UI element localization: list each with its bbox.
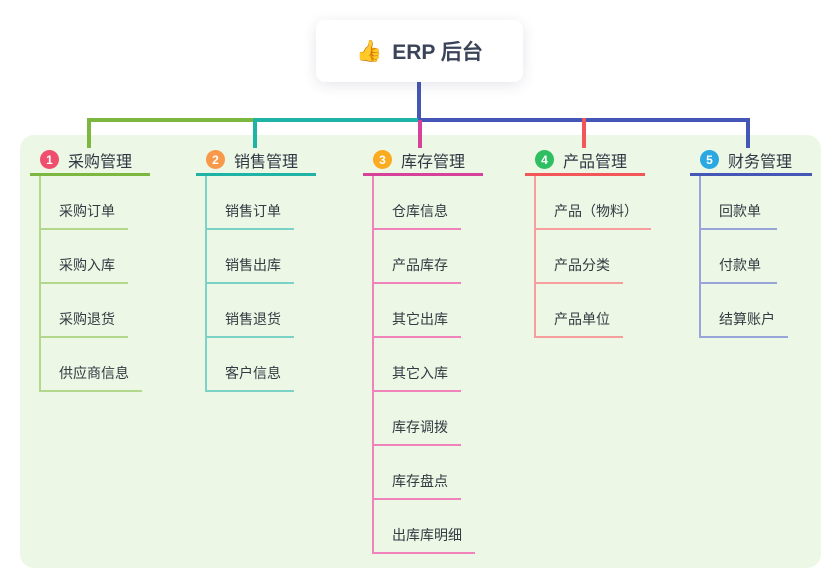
node-warehouse-info[interactable]: 仓库信息	[374, 176, 461, 230]
node-product-material[interactable]: 产品（物料）	[536, 176, 651, 230]
branch-header-sales[interactable]: 2 销售管理	[196, 146, 316, 176]
branch-number-badge: 4	[535, 150, 554, 169]
branch-label: 产品管理	[563, 153, 628, 171]
branch-header-inventory[interactable]: 3 库存管理	[363, 146, 483, 176]
root-node[interactable]: 👍 ERP 后台	[316, 20, 523, 82]
branch-number-badge: 5	[700, 150, 719, 169]
branch-children: 回款单 付款单 结算账户	[699, 176, 788, 338]
drop-line-purchase	[87, 118, 91, 148]
branch-header-product[interactable]: 4 产品管理	[525, 146, 645, 176]
node-product-unit[interactable]: 产品单位	[536, 284, 623, 338]
node-settlement-account[interactable]: 结算账户	[701, 284, 788, 338]
node-product-stock[interactable]: 产品库存	[374, 230, 461, 284]
branch-number-badge: 3	[373, 150, 392, 169]
node-other-inbound[interactable]: 其它入库	[374, 338, 461, 392]
node-purchase-inbound[interactable]: 采购入库	[41, 230, 128, 284]
branch-children: 采购订单 采购入库 采购退货 供应商信息	[39, 176, 142, 392]
drop-line-inventory	[418, 120, 422, 148]
branch-number-badge: 1	[40, 150, 59, 169]
node-customer-info[interactable]: 客户信息	[207, 338, 294, 392]
node-sales-order[interactable]: 销售订单	[207, 176, 294, 230]
branch-label: 销售管理	[234, 153, 299, 171]
branches-panel	[20, 135, 821, 568]
branch-label: 财务管理	[728, 153, 793, 171]
drop-line-product	[582, 118, 586, 148]
node-outbound-detail[interactable]: 出库库明细	[374, 500, 475, 554]
branch-header-purchase[interactable]: 1 采购管理	[30, 146, 150, 176]
branch-header-finance[interactable]: 5 财务管理	[690, 146, 812, 176]
branch-label: 采购管理	[68, 153, 133, 171]
node-purchase-order[interactable]: 采购订单	[41, 176, 128, 230]
branch-children: 仓库信息 产品库存 其它出库 其它入库 库存调拨 库存盘点 出库库明细	[372, 176, 475, 554]
branch-product: 4 产品管理 产品（物料） 产品分类 产品单位	[525, 146, 651, 338]
node-other-outbound[interactable]: 其它出库	[374, 284, 461, 338]
node-stock-check[interactable]: 库存盘点	[374, 446, 461, 500]
node-payment-doc[interactable]: 付款单	[701, 230, 777, 284]
bus-line-sales	[253, 118, 420, 122]
branch-inventory: 3 库存管理 仓库信息 产品库存 其它出库 其它入库 库存调拨 库存盘点 出库库…	[363, 146, 483, 554]
branch-finance: 5 财务管理 回款单 付款单 结算账户	[690, 146, 812, 338]
root-title: ERP 后台	[392, 41, 483, 64]
drop-line-sales	[253, 118, 257, 148]
node-receipt-doc[interactable]: 回款单	[701, 176, 777, 230]
bus-line-purchase	[87, 118, 255, 122]
branch-children: 销售订单 销售出库 销售退货 客户信息	[205, 176, 294, 392]
node-sales-outbound[interactable]: 销售出库	[207, 230, 294, 284]
branch-purchase: 1 采购管理 采购订单 采购入库 采购退货 供应商信息	[30, 146, 150, 392]
node-stock-transfer[interactable]: 库存调拨	[374, 392, 461, 446]
drop-line-finance	[746, 118, 750, 148]
branch-children: 产品（物料） 产品分类 产品单位	[534, 176, 651, 338]
node-sales-return[interactable]: 销售退货	[207, 284, 294, 338]
branch-number-badge: 2	[206, 150, 225, 169]
branch-sales: 2 销售管理 销售订单 销售出库 销售退货 客户信息	[196, 146, 316, 392]
branch-label: 库存管理	[401, 153, 466, 171]
node-supplier-info[interactable]: 供应商信息	[41, 338, 142, 392]
node-product-category[interactable]: 产品分类	[536, 230, 623, 284]
thumbs-up-icon: 👍	[356, 39, 383, 63]
root-stem-line	[417, 82, 421, 120]
node-purchase-return[interactable]: 采购退货	[41, 284, 128, 338]
